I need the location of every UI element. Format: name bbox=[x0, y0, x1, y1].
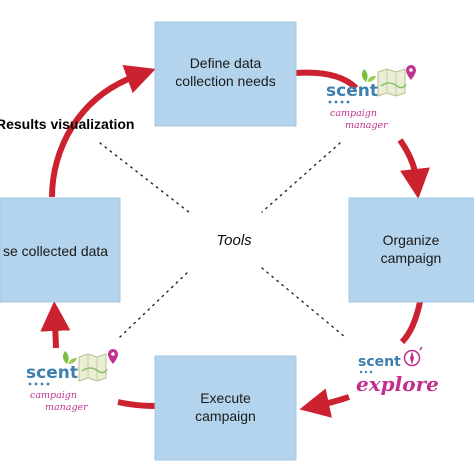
stage-define-line2: collection needs bbox=[175, 73, 275, 89]
cycle-arrows bbox=[40, 64, 430, 418]
connector-top-left bbox=[99, 142, 191, 214]
logo-top-line1: campaign bbox=[330, 108, 377, 119]
map-pin-icon bbox=[108, 349, 118, 364]
leaf-icon bbox=[361, 69, 376, 82]
stage-execute-line1: Execute bbox=[200, 390, 251, 406]
arrow-use-to-define bbox=[49, 64, 156, 198]
stage-use: se collected data bbox=[0, 197, 121, 303]
logo-bottom-line2: manager bbox=[45, 402, 89, 413]
stage-use-line1: se collected data bbox=[3, 243, 108, 259]
stage-organize-box bbox=[348, 197, 474, 303]
compass-icon bbox=[403, 346, 423, 367]
tools-label: Tools bbox=[216, 232, 252, 249]
connector-bottom-left bbox=[119, 269, 191, 338]
map-icon bbox=[78, 353, 108, 382]
stage-execute: Execute campaign bbox=[154, 355, 297, 461]
arrow-organize-to-logo bbox=[399, 301, 423, 345]
stage-define: Define data collection needs bbox=[154, 21, 297, 127]
logo-explore-brand: scent bbox=[358, 354, 401, 370]
arrow-to-use bbox=[40, 301, 71, 349]
leaf-icon bbox=[62, 351, 77, 364]
arrow-execute-to-logo bbox=[117, 399, 156, 409]
arrow-to-organize bbox=[397, 138, 430, 199]
logo-campaign-manager-top: scent campaign manager bbox=[326, 65, 416, 131]
tools-connectors bbox=[99, 142, 346, 338]
dots-icon bbox=[359, 370, 373, 374]
stage-define-line1: Define data bbox=[190, 55, 262, 71]
map-icon bbox=[377, 68, 407, 97]
stage-define-box bbox=[154, 21, 297, 127]
stage-execute-line2: campaign bbox=[195, 408, 256, 424]
stage-organize: Organize campaign bbox=[348, 197, 474, 303]
connector-bottom-right bbox=[261, 267, 346, 338]
map-pin-icon bbox=[406, 65, 416, 80]
stage-organize-line2: campaign bbox=[381, 250, 442, 266]
dots-icon bbox=[328, 100, 350, 104]
logo-explore: scent explore bbox=[356, 346, 439, 396]
logo-top-line2: manager bbox=[345, 120, 389, 131]
stage-organize-line1: Organize bbox=[383, 232, 440, 248]
dots-icon bbox=[28, 382, 50, 386]
connector-top-right bbox=[261, 142, 341, 213]
stage-execute-box bbox=[154, 355, 297, 461]
arrow-to-execute bbox=[299, 388, 350, 418]
logo-bottom-line1: campaign bbox=[30, 390, 77, 401]
results-visualization-heading: Results visualization bbox=[0, 116, 134, 132]
logo-bottom-brand: scent bbox=[26, 363, 78, 383]
arrow-define-to-logo bbox=[294, 69, 359, 91]
logo-top-brand: scent bbox=[326, 81, 378, 101]
logo-explore-sub: explore bbox=[356, 372, 439, 396]
logo-campaign-manager-bottom: scent campaign manager bbox=[26, 349, 118, 413]
stage-use-box bbox=[0, 197, 121, 303]
